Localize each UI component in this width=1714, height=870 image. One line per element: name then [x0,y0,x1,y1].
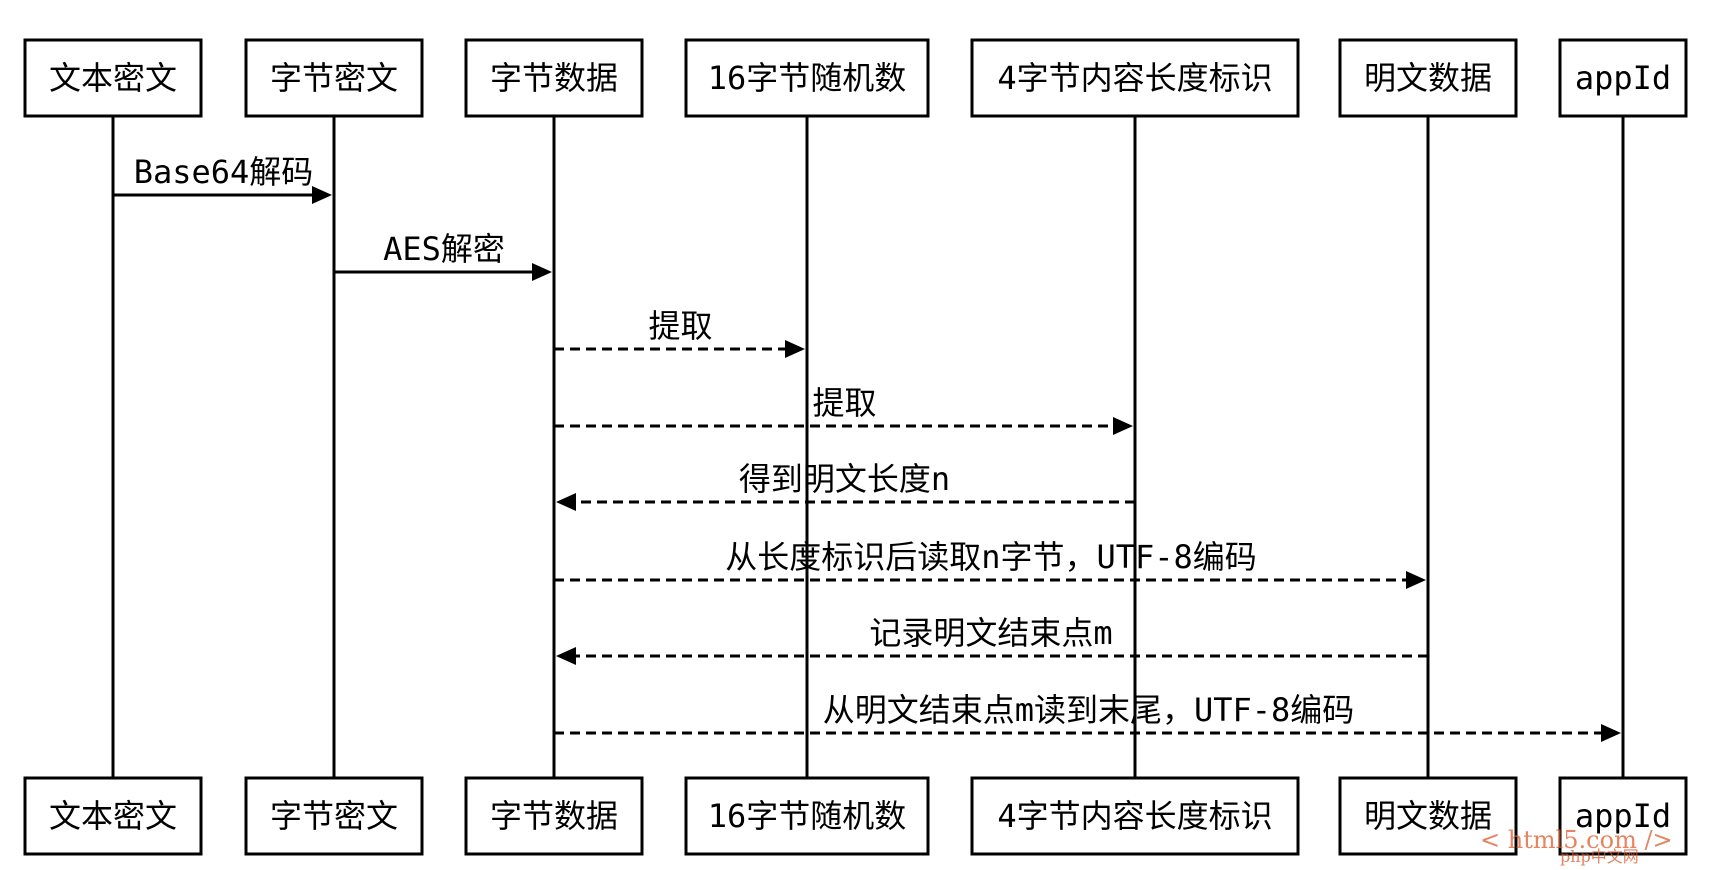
message-label-1: AES解密 [383,230,505,268]
message-arrowhead-0 [312,186,332,204]
participant-box-top-p3 [684,38,930,118]
lifelines [111,116,1625,778]
messages: Base64解码AES解密提取提取得到明文长度n从长度标识后读取n字节，UTF-… [113,153,1621,742]
message-label-4: 得到明文长度n [739,460,950,498]
participants-bottom: 文本密文 字节密文 字节数据 16字节随机数 4字节内容长度标识 明文数据 appId [23,776,1688,856]
participant-box-bottom-p1 [244,776,424,856]
message-arrowhead-6 [556,647,576,665]
participant-box-top-p5 [1338,38,1518,118]
participant-label-bottom-p3: 16字节随机数 [708,797,907,835]
participant-label-top-p2: 字节数据 [490,59,618,97]
message-arrowhead-5 [1406,571,1426,589]
message-label-6: 记录明文结束点m [869,614,1112,652]
participant-label-bottom-p2: 字节数据 [490,797,618,835]
participant-box-top-p1 [244,38,424,118]
participant-box-top-p4 [970,38,1300,118]
participant-box-bottom-p6 [1558,776,1688,856]
participant-label-top-p0: 文本密文 [49,59,177,97]
participant-box-bottom-p5 [1338,776,1518,856]
participant-label-bottom-p6: appId [1575,797,1671,835]
participant-box-top-p2 [464,38,644,118]
participant-box-top-p6 [1558,38,1688,118]
watermark-brand: php中文网 [1560,847,1639,866]
message-label-0: Base64解码 [134,153,314,191]
participant-box-top-p0 [23,38,203,118]
participant-label-top-p6: appId [1575,59,1671,97]
participant-box-bottom-p2 [464,776,644,856]
message-arrowhead-3 [1113,417,1133,435]
message-label-5: 从长度标识后读取n字节，UTF-8编码 [725,538,1257,576]
participant-label-top-p5: 明文数据 [1364,59,1492,97]
message-arrowhead-2 [785,340,805,358]
participant-label-top-p1: 字节密文 [270,59,398,97]
message-label-2: 提取 [648,307,712,345]
participant-label-top-p3: 16字节随机数 [708,59,907,97]
participant-label-bottom-p1: 字节密文 [270,797,398,835]
participant-box-bottom-p0 [23,776,203,856]
participant-label-bottom-p0: 文本密文 [49,797,177,835]
message-label-7: 从明文结束点m读到末尾，UTF-8编码 [823,691,1355,729]
participants-top: 文本密文 字节密文 字节数据 16字节随机数 4字节内容长度标识 明文数据 appId [23,38,1688,118]
watermark: < html5.com /> php中文网 [1480,826,1673,866]
participant-box-bottom-p3 [684,776,930,856]
message-arrowhead-4 [556,493,576,511]
participant-label-bottom-p5: 明文数据 [1364,797,1492,835]
watermark-text: < html5.com /> [1480,826,1673,854]
message-arrowhead-1 [532,263,552,281]
message-arrowhead-7 [1601,724,1621,742]
participant-label-top-p4: 4字节内容长度标识 [997,59,1272,97]
participant-label-bottom-p4: 4字节内容长度标识 [997,797,1272,835]
message-label-3: 提取 [812,384,876,422]
participant-box-bottom-p4 [970,776,1300,856]
